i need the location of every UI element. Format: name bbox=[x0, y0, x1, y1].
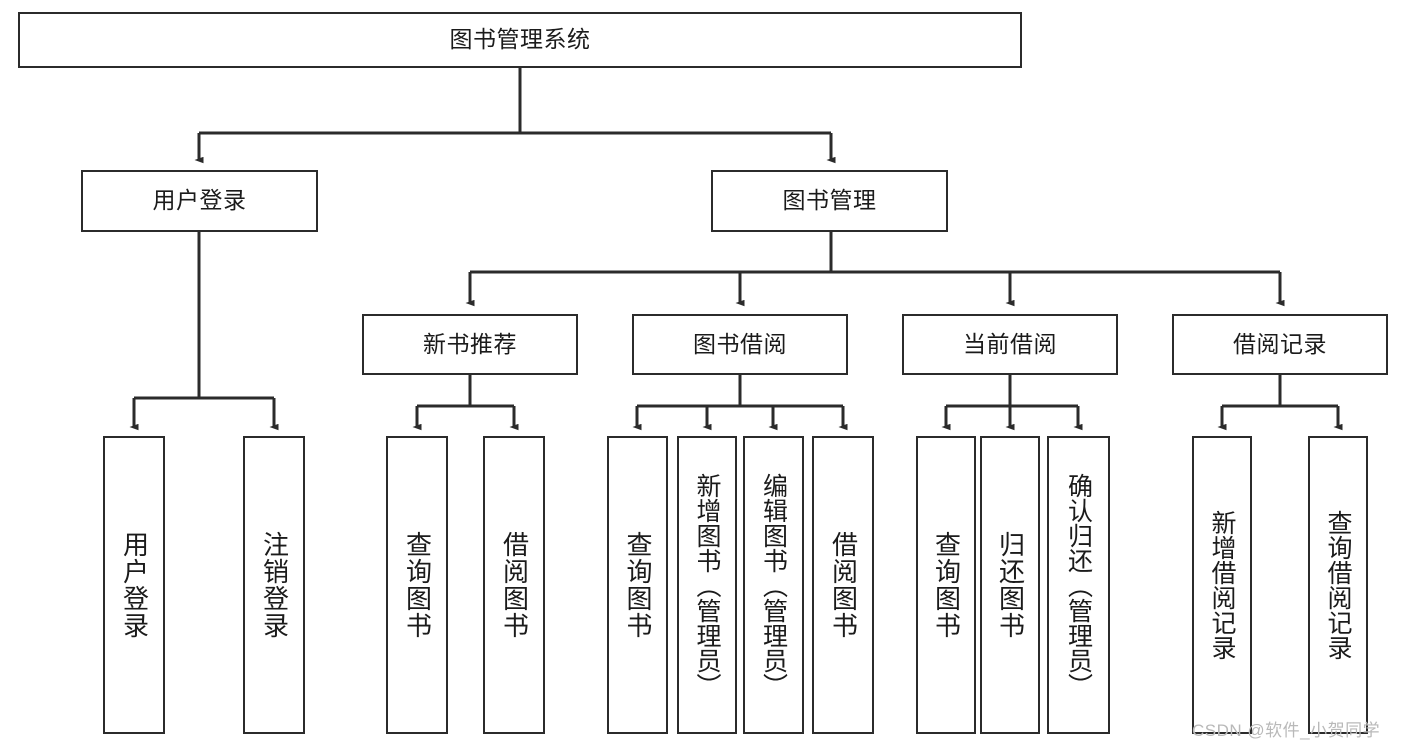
node-label: 图书管理系统 bbox=[449, 26, 591, 53]
node-borrow-record[interactable]: 借阅记录 bbox=[1172, 314, 1388, 375]
leaf-add-borrow-record[interactable]: 新增借阅记录 bbox=[1192, 436, 1252, 734]
node-book-manage[interactable]: 图书管理 bbox=[711, 170, 948, 232]
node-label: 编辑图书（管理员） bbox=[759, 472, 788, 698]
node-label: 图书借阅 bbox=[693, 330, 787, 357]
node-label: 新增图书（管理员） bbox=[693, 472, 721, 698]
node-label: 借阅记录 bbox=[1233, 330, 1327, 357]
leaf-query-book-current[interactable]: 查询图书 bbox=[916, 436, 976, 734]
node-label: 用户登录 bbox=[119, 531, 150, 639]
leaf-user-logout[interactable]: 注销登录 bbox=[243, 436, 305, 734]
node-label: 查询图书 bbox=[931, 531, 962, 639]
node-new-book-recommend[interactable]: 新书推荐 bbox=[362, 314, 578, 375]
leaf-add-book-admin[interactable]: 新增图书（管理员） bbox=[677, 436, 737, 734]
leaf-query-book-recommend[interactable]: 查询图书 bbox=[386, 436, 448, 734]
leaf-confirm-return-admin[interactable]: 确认归还（管理员） bbox=[1047, 436, 1110, 734]
node-label: 查询图书 bbox=[623, 531, 654, 639]
leaf-borrow-book-recommend[interactable]: 借阅图书 bbox=[483, 436, 545, 734]
node-label: 借阅图书 bbox=[499, 531, 530, 639]
node-label: 当前借阅 bbox=[963, 330, 1057, 357]
node-root-system[interactable]: 图书管理系统 bbox=[18, 12, 1022, 68]
node-label: 查询借阅记录 bbox=[1324, 510, 1352, 660]
leaf-edit-book-admin[interactable]: 编辑图书（管理员） bbox=[743, 436, 804, 734]
node-label: 图书管理 bbox=[782, 187, 877, 214]
csdn-watermark: CSDN @软件_小贺同学 bbox=[1192, 721, 1381, 740]
node-label: 查询图书 bbox=[402, 531, 433, 639]
leaf-return-book[interactable]: 归还图书 bbox=[980, 436, 1040, 734]
node-label: 新书推荐 bbox=[423, 330, 517, 357]
node-book-borrow[interactable]: 图书借阅 bbox=[632, 314, 848, 375]
node-current-borrow[interactable]: 当前借阅 bbox=[902, 314, 1118, 375]
node-label: 确认归还（管理员） bbox=[1064, 472, 1093, 698]
node-label: 注销登录 bbox=[259, 531, 290, 639]
node-user-login[interactable]: 用户登录 bbox=[81, 170, 318, 232]
leaf-user-login[interactable]: 用户登录 bbox=[103, 436, 165, 734]
node-label: 新增借阅记录 bbox=[1208, 510, 1236, 660]
leaf-borrow-book-borrow[interactable]: 借阅图书 bbox=[812, 436, 874, 734]
node-label: 借阅图书 bbox=[828, 531, 859, 639]
leaf-query-book-borrow[interactable]: 查询图书 bbox=[607, 436, 668, 734]
leaf-query-borrow-record[interactable]: 查询借阅记录 bbox=[1308, 436, 1368, 734]
node-label: 用户登录 bbox=[152, 187, 247, 214]
node-label: 归还图书 bbox=[995, 531, 1026, 639]
